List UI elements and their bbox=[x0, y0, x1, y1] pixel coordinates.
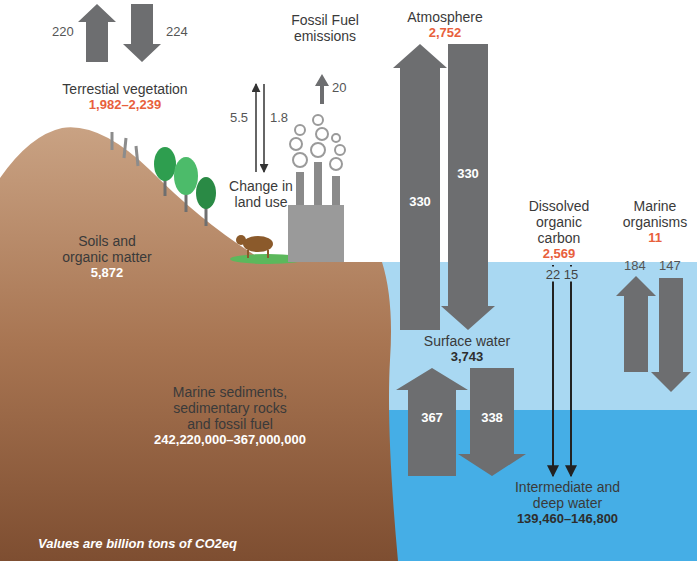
units-note: Values are billion tons of CO2eq bbox=[38, 536, 237, 552]
flux-value: 15 bbox=[562, 267, 580, 282]
reservoir-name: Dissolved organic carbon bbox=[517, 198, 601, 246]
flow-value: 184 bbox=[624, 258, 646, 274]
reservoir-label: Intermediate and deep water139,460–146,8… bbox=[400, 478, 697, 528]
reservoir-name: Marine organisms bbox=[618, 198, 692, 230]
reservoir-value: 11 bbox=[618, 230, 692, 246]
reservoir-value: 2,569 bbox=[507, 246, 611, 262]
cow bbox=[236, 235, 273, 258]
flow-value: 5.5 bbox=[230, 110, 248, 126]
flux-value: 330 bbox=[457, 165, 479, 180]
flow-arrows bbox=[78, 4, 691, 392]
factory bbox=[288, 115, 345, 262]
reservoir-label: Marine organisms11 bbox=[616, 197, 694, 247]
reservoir-name: Atmosphere bbox=[402, 9, 488, 25]
reservoir-name: Intermediate and deep water bbox=[505, 479, 630, 511]
flow-value: 220 bbox=[52, 24, 74, 40]
reservoir-value: 2,752 bbox=[402, 25, 488, 41]
reservoir-name: Soils and organic matter bbox=[55, 233, 159, 265]
reservoir-value: 3,743 bbox=[410, 349, 524, 365]
flux-value: 330 bbox=[409, 194, 431, 209]
sinking-flux-line bbox=[570, 265, 572, 476]
reservoir-label: Atmosphere2,752 bbox=[400, 8, 490, 42]
reservoir-label: Surface water3,743 bbox=[408, 332, 526, 366]
flux-value: 367 bbox=[421, 409, 443, 424]
flux-arrow bbox=[458, 368, 526, 476]
process-label: Fossil Fuel emissions bbox=[283, 12, 367, 44]
flow-value: 20 bbox=[332, 80, 346, 96]
flow-value: 1.8 bbox=[270, 110, 288, 126]
flow-value: 224 bbox=[166, 24, 188, 40]
vegetation-trees bbox=[112, 132, 216, 226]
land-hill bbox=[0, 127, 398, 561]
reservoir-value: 139,460–146,800 bbox=[440, 511, 695, 527]
process-label: Change in land use bbox=[220, 178, 302, 210]
flow-value: 147 bbox=[659, 258, 681, 274]
reservoir-label: Soils and organic matter5,872 bbox=[52, 232, 162, 282]
flux-arrow bbox=[393, 44, 447, 330]
reservoir-label: Terrestial vegetation1,982–2,239 bbox=[30, 80, 220, 114]
reservoir-value: 242,220,000–367,000,000 bbox=[112, 432, 348, 448]
land-use-down-line bbox=[263, 84, 265, 172]
land-use-up-line bbox=[255, 84, 257, 172]
reservoir-value: 1,982–2,239 bbox=[32, 97, 218, 113]
flux-value: 22 bbox=[544, 267, 562, 282]
reservoir-name: Marine sediments, sedimentary rocks and … bbox=[161, 384, 299, 432]
flux-value: 338 bbox=[481, 409, 503, 424]
reservoir-name: Terrestial vegetation bbox=[32, 81, 218, 97]
flux-arrow bbox=[441, 44, 495, 330]
flux-arrow bbox=[396, 368, 468, 476]
reservoir-label: Marine sediments, sedimentary rocks and … bbox=[110, 383, 350, 449]
reservoir-value: 5,872 bbox=[54, 265, 160, 281]
sinking-flux-line bbox=[552, 265, 554, 476]
reservoir-label: Dissolved organic carbon2,569 bbox=[505, 197, 613, 263]
reservoir-name: Surface water bbox=[410, 333, 524, 349]
